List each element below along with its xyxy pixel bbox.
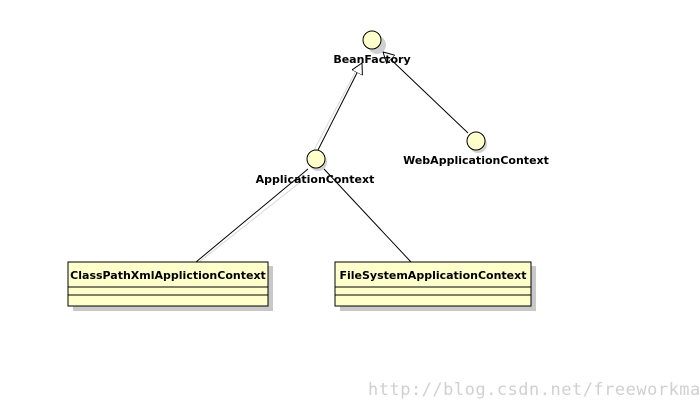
filesystem-class-name: FileSystemApplicationContext	[339, 269, 526, 282]
watermark: http://blog.csdn.net/freeworkman	[368, 380, 699, 400]
association-classpathxml-to-applicationcontext	[195, 168, 309, 263]
beanfactory-label: BeanFactory	[333, 53, 410, 66]
generalization-applicationcontext-to-beanfactory	[317, 63, 362, 151]
beanfactory-icon	[362, 30, 382, 50]
webapplicationcontext-label: WebApplicationContext	[403, 154, 549, 167]
association-filesystem-to-applicationcontext	[323, 168, 412, 263]
interface-webapplicationcontext[interactable]: WebApplicationContext	[403, 131, 549, 167]
generalization-webapplicationcontext-to-beanfactory	[383, 52, 469, 134]
applicationcontext-label: ApplicationContext	[256, 173, 375, 186]
connection-shadows	[198, 66, 359, 263]
class-classpathxmlapplictioncontext[interactable]: ClassPathXmlApplictionContext	[67, 261, 273, 311]
webapplicationcontext-icon	[466, 131, 486, 151]
interface-applicationcontext[interactable]: ApplicationContext	[256, 149, 375, 186]
classpathxml-class-name: ClassPathXmlApplictionContext	[70, 269, 266, 282]
applicationcontext-icon	[306, 149, 326, 169]
class-filesystemapplicationcontext[interactable]: FileSystemApplicationContext	[334, 261, 536, 311]
interface-beanfactory[interactable]: BeanFactory	[333, 30, 411, 66]
